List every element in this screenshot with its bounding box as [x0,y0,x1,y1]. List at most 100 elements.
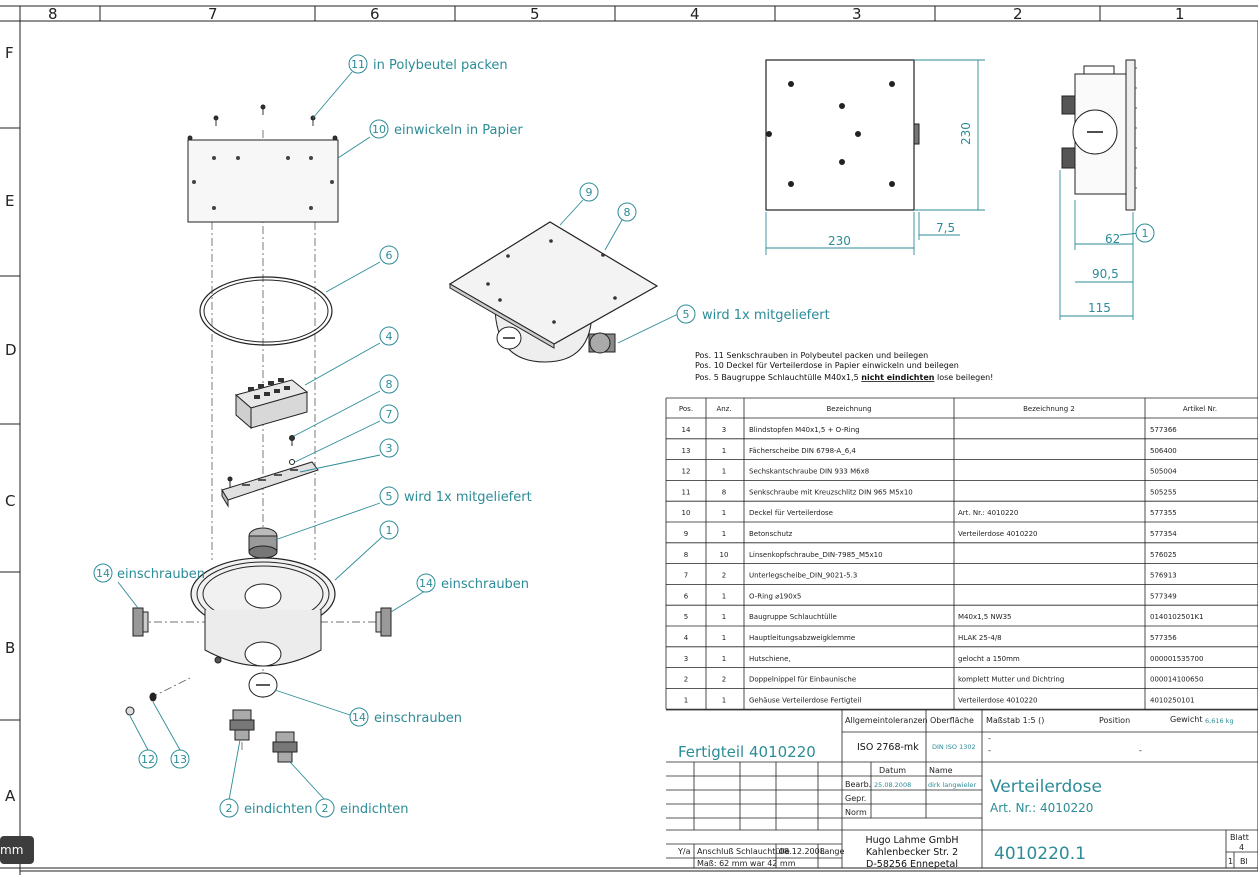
row-label: E [5,192,14,210]
callout-11: 11 in Polybeutel packen [348,54,508,74]
bom-header-artnr: Artikel Nr. [1183,405,1217,413]
bom-row: 13 1 Fächerscheibe DIN 6798-A_6,4 506400 [682,447,1177,455]
bom-cell-anz: 1 [722,509,726,517]
bom-cell-pos: 6 [684,592,689,600]
svg-text:14: 14 [96,567,110,580]
svg-text:8: 8 [386,378,393,391]
company-street: Kahlenbecker Str. 2 [866,847,958,858]
front-view [765,59,920,211]
double-nipple-2 [272,731,298,763]
bom-cell-anz: 8 [722,488,726,496]
column-label: 4 [690,5,700,23]
bom-cell-artnr: 577354 [1150,530,1177,538]
bom-cell-artnr: 577355 [1150,509,1177,517]
bom-cell-anz: 2 [722,572,726,580]
row-label: C [5,492,15,510]
bom-cell-anz: 2 [722,676,726,684]
bom-cell-anz: 1 [722,655,726,663]
bom-cell-bez: Doppelnippel für Einbaunische [749,676,856,684]
side-view [1061,59,1137,211]
bom-cell-pos: 12 [682,468,691,476]
callout-4: 4 [379,326,399,346]
drawn-name: dirk langwieler [928,781,976,789]
row-labels: F E D C B A [5,44,17,805]
callout-8-iso: 8 [617,202,637,222]
dash: - [988,746,991,755]
revision-text: Maß: 62 mm war 42 mm [697,859,796,868]
fertigteil-label: Fertigteil 4010220 [678,743,816,761]
bom-cell-bez2: Verteilerdose 4010220 [958,696,1038,704]
bom-cell-bez2: gelocht a 150mm [958,655,1020,663]
bom-cell-artnr: 505255 [1150,488,1177,496]
svg-text:wird 1x mitgeliefert: wird 1x mitgeliefert [404,490,532,505]
exploded-view [125,104,392,763]
callout-7: 7 [379,404,399,424]
svg-text:2: 2 [226,802,233,815]
bom-cell-bez: Baugruppe Schlauchtülle [749,613,837,621]
bom-header-pos: Pos. [679,405,693,413]
note-line: Pos. 5 Baugruppe Schlauchtülle M40x1,5 n… [695,373,993,382]
svg-text:8: 8 [624,206,631,219]
callout-14-right: 14 einschrauben [416,573,529,593]
side-dimensions [1059,170,1134,320]
column-label: 3 [852,5,862,23]
callout-14-bottom: 14 einschrauben [349,707,462,727]
bom-cell-bez: Linsenkopfschraube_DIN-7985_M5x10 [749,551,883,559]
callout-12: 12 [138,749,158,769]
assembly-notes: Pos. 11 Senkschrauben in Polybeutel pack… [695,351,993,382]
bom-cell-bez: Fächerscheibe DIN 6798-A_6,4 [749,447,856,455]
weight-label: Gewicht [1170,715,1203,724]
din-rail [221,461,319,508]
callout-2-right: 2 eindichten [315,798,408,818]
bom-cell-anz: 1 [722,613,726,621]
bom-cell-bez: Deckel für Verteilerdose [749,509,833,517]
bom-cell-artnr: 506400 [1150,447,1177,455]
revision-text: Anschluß Schlauchtülle [697,847,790,856]
callouts: 11 in Polybeutel packen 10 einwickeln in… [93,54,1155,818]
svg-text:einschrauben: einschrauben [117,567,205,582]
svg-text:10: 10 [372,123,386,136]
callout-2-left: 2 eindichten [219,798,312,818]
surface-value: DIN ISO 1302 [932,743,976,751]
bom-cell-bez: Sechskantschraube DIN 933 M6x8 [749,468,869,476]
bom-cell-bez: O-Ring ⌀190x5 [749,592,801,600]
bom-cell-pos: 5 [684,613,688,621]
callout-6: 6 [379,245,399,265]
lid-plate [187,139,339,223]
svg-text:wird 1x mitgeliefert: wird 1x mitgeliefert [702,308,830,323]
bom-cell-anz: 1 [722,447,726,455]
bom-cell-bez2: komplett Mutter und Dichtring [958,676,1064,684]
bom-cell-artnr: 576025 [1150,551,1177,559]
weight-value: 6,616 kg [1205,717,1234,725]
svg-text:13: 13 [173,753,187,766]
bom-cell-anz: 1 [722,696,726,704]
svg-text:7: 7 [386,408,393,421]
drawing-number: 4010220.1 [994,844,1086,864]
unit-indicator[interactable]: mm [0,836,34,864]
sheet-label: Blatt [1230,833,1249,842]
bom-cell-artnr: 576913 [1150,572,1177,580]
svg-text:einschrauben: einschrauben [441,577,529,592]
scale-label: Maßstab 1:5 () [986,716,1044,725]
column-label: 2 [1013,5,1023,23]
column-labels: 8 7 6 5 4 3 2 1 [48,5,1185,23]
callout-5-iso: 5 wird 1x mitgeliefert [676,304,830,324]
tolerance-value: ISO 2768-mk [857,742,919,753]
bom-cell-pos: 8 [684,551,688,559]
bom-cell-bez: Unterlegscheibe_DIN_9021-5.3 [749,572,857,580]
bom-cell-pos: 13 [682,447,691,455]
svg-text:90,5: 90,5 [1092,267,1119,281]
housing [190,557,336,667]
company-name: Hugo Lahme GmbH [865,835,958,846]
bom-cell-bez2: M40x1,5 NW35 [958,613,1012,621]
note-line: Pos. 11 Senkschrauben in Polybeutel pack… [695,351,928,360]
title-block: Allgemeintoleranzen Oberfläche Maßstab 1… [666,709,1258,870]
bom-cell-bez: Betonschutz [749,530,793,538]
svg-text:eindichten: eindichten [244,802,312,817]
